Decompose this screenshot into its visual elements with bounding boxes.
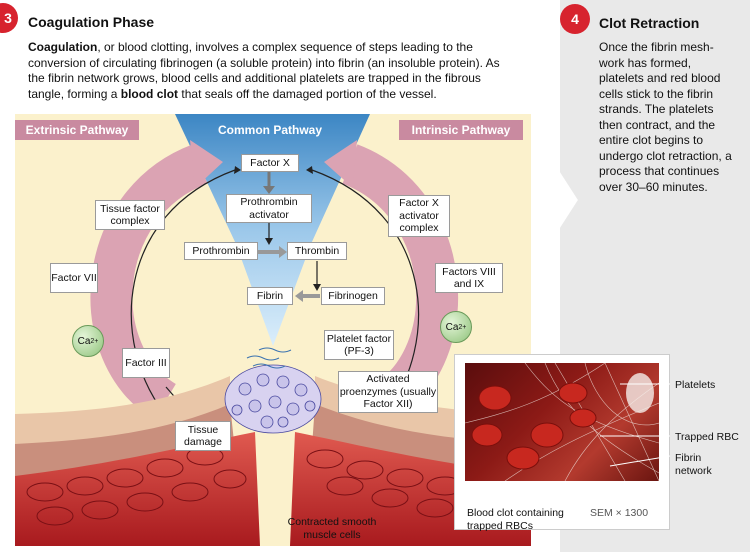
intrinsic-pathway-header: Intrinsic Pathway <box>399 120 523 140</box>
factor-iii-box: Factor III <box>122 348 170 378</box>
micrograph-artwork <box>465 363 659 481</box>
extrinsic-flow-line <box>130 169 236 415</box>
coagulation-description: Coagulation, or blood clotting, involves… <box>28 40 500 102</box>
extrinsic-arrowhead <box>190 140 223 188</box>
intrinsic-arrowhead <box>324 140 357 188</box>
blood-clot-term: blood clot <box>120 86 179 101</box>
coagulation-diagram: Extrinsic Pathway Common Pathway Intrins… <box>15 114 531 546</box>
sem-micrograph <box>465 363 659 481</box>
fibrinogen-box: Fibrinogen <box>321 287 385 305</box>
tissue-damage-box: Tissue damage <box>175 421 231 451</box>
common-pathway-funnel <box>175 114 370 346</box>
tissue-factor-complex-box: Tissue factor complex <box>95 200 165 230</box>
fibrin-network-label: Fibrin network <box>675 452 712 477</box>
step-4-badge: 4 <box>560 4 590 34</box>
factor-x-box: Factor X <box>241 154 299 172</box>
factors-viii-ix-box: Factors VIII and IX <box>435 263 503 293</box>
prothrombin-box: Prothrombin <box>184 242 258 260</box>
factor-vii-box: Factor VII <box>50 263 98 293</box>
photo-leader-lines <box>600 383 671 467</box>
calcium-charge: 2+ <box>90 337 99 345</box>
coagulation-phase-title: Coagulation Phase <box>28 14 155 30</box>
smooth-muscle-left <box>15 432 260 546</box>
activated-proenzymes-box: Activated proenzymes (usually Factor XII… <box>338 371 438 413</box>
smooth-muscle-label: Contracted smooth muscle cells <box>287 516 377 541</box>
extrinsic-pathway-header: Extrinsic Pathway <box>15 120 139 140</box>
thrombin-box: Thrombin <box>287 242 347 260</box>
step-4-number: 4 <box>571 11 579 27</box>
coagulation-desc-text: , or blood clotting, involves a complex … <box>28 40 500 101</box>
extrinsic-arc <box>90 144 209 420</box>
factor-x-activator-complex-box: Factor X activator complex <box>388 195 450 237</box>
calcium-label: Ca <box>77 335 91 347</box>
sem-magnification: SEM × 1300 <box>590 507 649 519</box>
step-3-number: 3 <box>4 10 12 26</box>
sem-photo-panel: Blood clot containing trapped RBCs SEM ×… <box>454 354 670 532</box>
fibrin-clot <box>224 364 322 434</box>
clot-retraction-title: Clot Retraction <box>599 15 700 31</box>
fibrin-box: Fibrin <box>247 287 293 305</box>
trapped-rbc-label: Trapped RBC <box>675 431 739 443</box>
sem-caption: Blood clot containing trapped RBCs <box>467 507 564 532</box>
platelets-label: Platelets <box>675 379 716 391</box>
platelet-factor-box: Platelet factor (PF-3) <box>324 330 394 360</box>
coagulation-term: Coagulation <box>28 40 98 54</box>
prothrombin-activator-box: Prothrombin activator <box>226 194 312 223</box>
clot-retraction-description: Once the fibrin mesh-work has formed, pl… <box>599 40 732 194</box>
common-pathway-header: Common Pathway <box>217 123 322 137</box>
calcium-label: Ca <box>445 321 459 333</box>
calcium-charge: 2+ <box>458 323 467 331</box>
coagulation-desc-end: that seals off the damaged portion of th… <box>181 86 437 101</box>
step-3-badge: 3 <box>0 3 18 33</box>
